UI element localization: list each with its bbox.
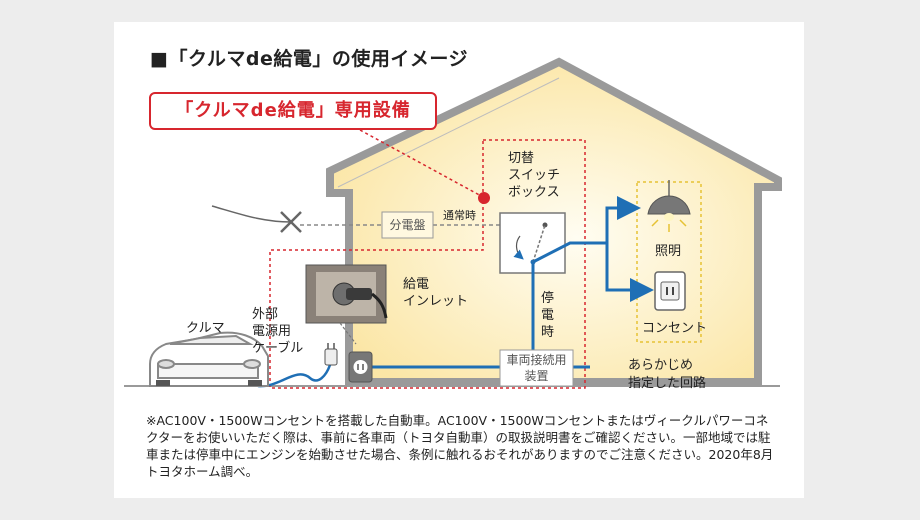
switch-box-label-3: ボックス	[508, 185, 560, 200]
car-illustration	[149, 331, 269, 387]
equipment-callout: 「クルマde給電」専用設備	[149, 92, 437, 130]
outage-label-3: 時	[541, 325, 555, 340]
callout-connector	[359, 129, 484, 198]
cable-label-3: ケーブル	[252, 341, 304, 356]
inlet-label-2: インレット	[403, 294, 469, 309]
inlet-label-1: 給電	[403, 277, 430, 292]
outage-label-2: 電	[541, 308, 555, 323]
circuit-label-2: 指定した回路	[628, 376, 707, 391]
panel-board-label: 分電盤	[389, 218, 426, 232]
light-label: 照明	[655, 244, 682, 259]
panel-board-box	[381, 211, 434, 239]
car-label: クルマ	[186, 321, 225, 336]
page-title: ■「クルマde給電」の使用イメージ	[150, 48, 468, 70]
outlet-label: コンセント	[642, 321, 708, 336]
switch-box-label-1: 切替	[508, 151, 535, 166]
outage-label-1: 停	[541, 291, 555, 306]
connect-device-label-1: 車両接続用	[506, 353, 567, 367]
connect-device-label-2: 装置	[524, 369, 549, 383]
utility-line	[211, 205, 292, 223]
cable-label-1: 外部	[252, 307, 279, 322]
cable-label-2: 電源用	[252, 324, 292, 339]
footnote: ※AC100V・1500Wコンセントを搭載した自動車。AC100V・1500Wコ…	[146, 413, 774, 479]
connect-device-box	[499, 349, 574, 387]
callout-dot	[478, 192, 490, 204]
normal-label: 通常時	[443, 209, 476, 222]
switch-box-label-2: スイッチ	[508, 168, 561, 183]
line-to-outlet	[605, 243, 654, 302]
external-cable	[257, 364, 332, 388]
ceiling-light	[647, 195, 691, 215]
circuit-label-1: あらかじめ	[628, 358, 694, 373]
house-roof-inner	[337, 77, 560, 188]
line-to-light	[605, 196, 641, 243]
equipment-boundary	[269, 139, 586, 389]
